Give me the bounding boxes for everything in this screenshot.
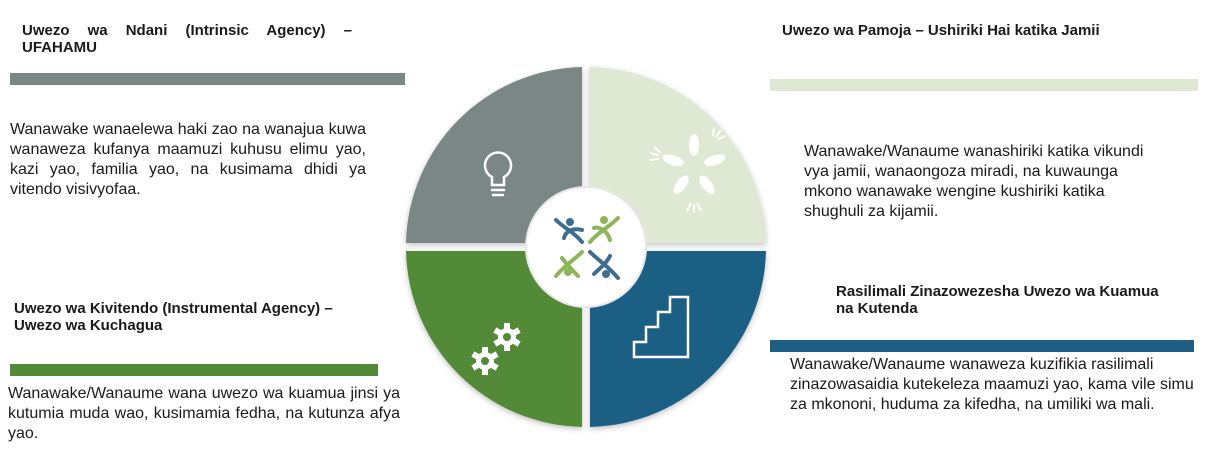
quadrant-bottom-left: [406, 251, 582, 427]
joined-hands-icon: [649, 127, 726, 213]
gears-icon: [471, 323, 521, 375]
quadrant-top-right: [590, 67, 766, 243]
quadrant-top-left: [406, 67, 582, 243]
instrumental-agency-bar: [10, 364, 378, 376]
intrinsic-agency-bar: [10, 73, 405, 85]
people-circle-icon: [554, 216, 620, 280]
intrinsic-agency-text: Wanawake wanaelewa haki zao na wanajua k…: [10, 121, 366, 198]
collective-agency-text: Wanawake/Wanaume wanashiriki katika viku…: [804, 143, 1144, 220]
instrumental-agency-text: Wanawake/Wanaume wana uwezo wa kuamua ji…: [8, 385, 400, 442]
quadrant-bottom-right: [590, 251, 766, 427]
resources-text: Wanawake/Wanaume wanaweza kuzifikia rasi…: [790, 356, 1194, 413]
collective-agency-title: Uwezo wa Pamoja – Ushiriki Hai katika Ja…: [782, 22, 1100, 39]
lightbulb-icon: [483, 151, 513, 197]
intrinsic-agency-title: Uwezo wa Ndani (Intrinsic Agency) – UFAH…: [22, 22, 352, 56]
resources-bar: [770, 340, 1194, 352]
stairs-icon: [632, 295, 690, 359]
center-circle: [525, 186, 647, 308]
instrumental-agency-title: Uwezo wa Kivitendo (Instrumental Agency)…: [14, 300, 333, 334]
agency-quadrant-diagram: [406, 67, 766, 427]
resources-title: Rasilimali Zinazowezesha Uwezo wa Kuamua…: [836, 283, 1159, 317]
collective-agency-bar: [770, 79, 1198, 91]
